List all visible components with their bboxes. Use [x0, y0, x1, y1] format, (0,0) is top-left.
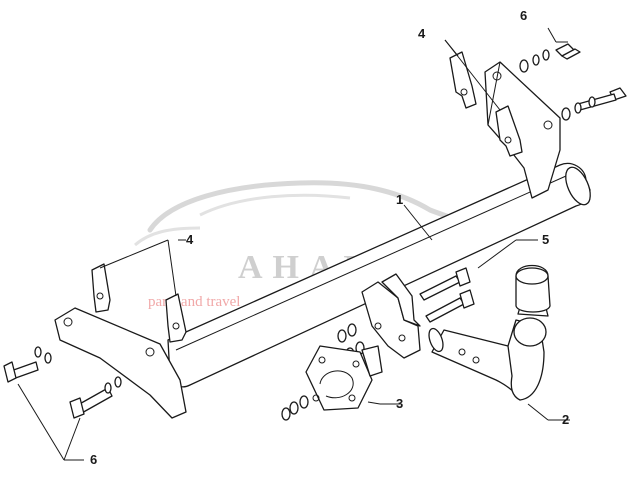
- bottom-bolts: [3, 346, 122, 419]
- long-bolts: [337, 267, 475, 361]
- watermark-tagline: parts and travel: [148, 294, 240, 310]
- leader-lines: [17, 27, 570, 461]
- ball-mount-bracket: [361, 273, 421, 359]
- label-bracket-left: 4: [186, 232, 194, 247]
- label-bolt-top: 6: [520, 8, 527, 23]
- label-ball-neck: 2: [562, 412, 569, 427]
- socket-plate: [281, 345, 383, 421]
- ball-neck: [428, 264, 551, 401]
- top-brackets: [449, 51, 523, 157]
- callout-labels: 1 2 3 4 4 5 6 6: [90, 8, 569, 467]
- label-socket-plate: 3: [396, 396, 403, 411]
- label-beam: 1: [396, 192, 403, 207]
- label-bracket-top: 4: [418, 26, 426, 41]
- label-bolt-bottom: 6: [90, 452, 97, 467]
- right-side-plate: [484, 61, 561, 199]
- cross-beam: [167, 162, 591, 388]
- top-bolts: [519, 43, 627, 121]
- label-long-bolt: 5: [542, 232, 549, 247]
- left-brackets: [91, 263, 187, 343]
- left-side-plate: [54, 307, 187, 419]
